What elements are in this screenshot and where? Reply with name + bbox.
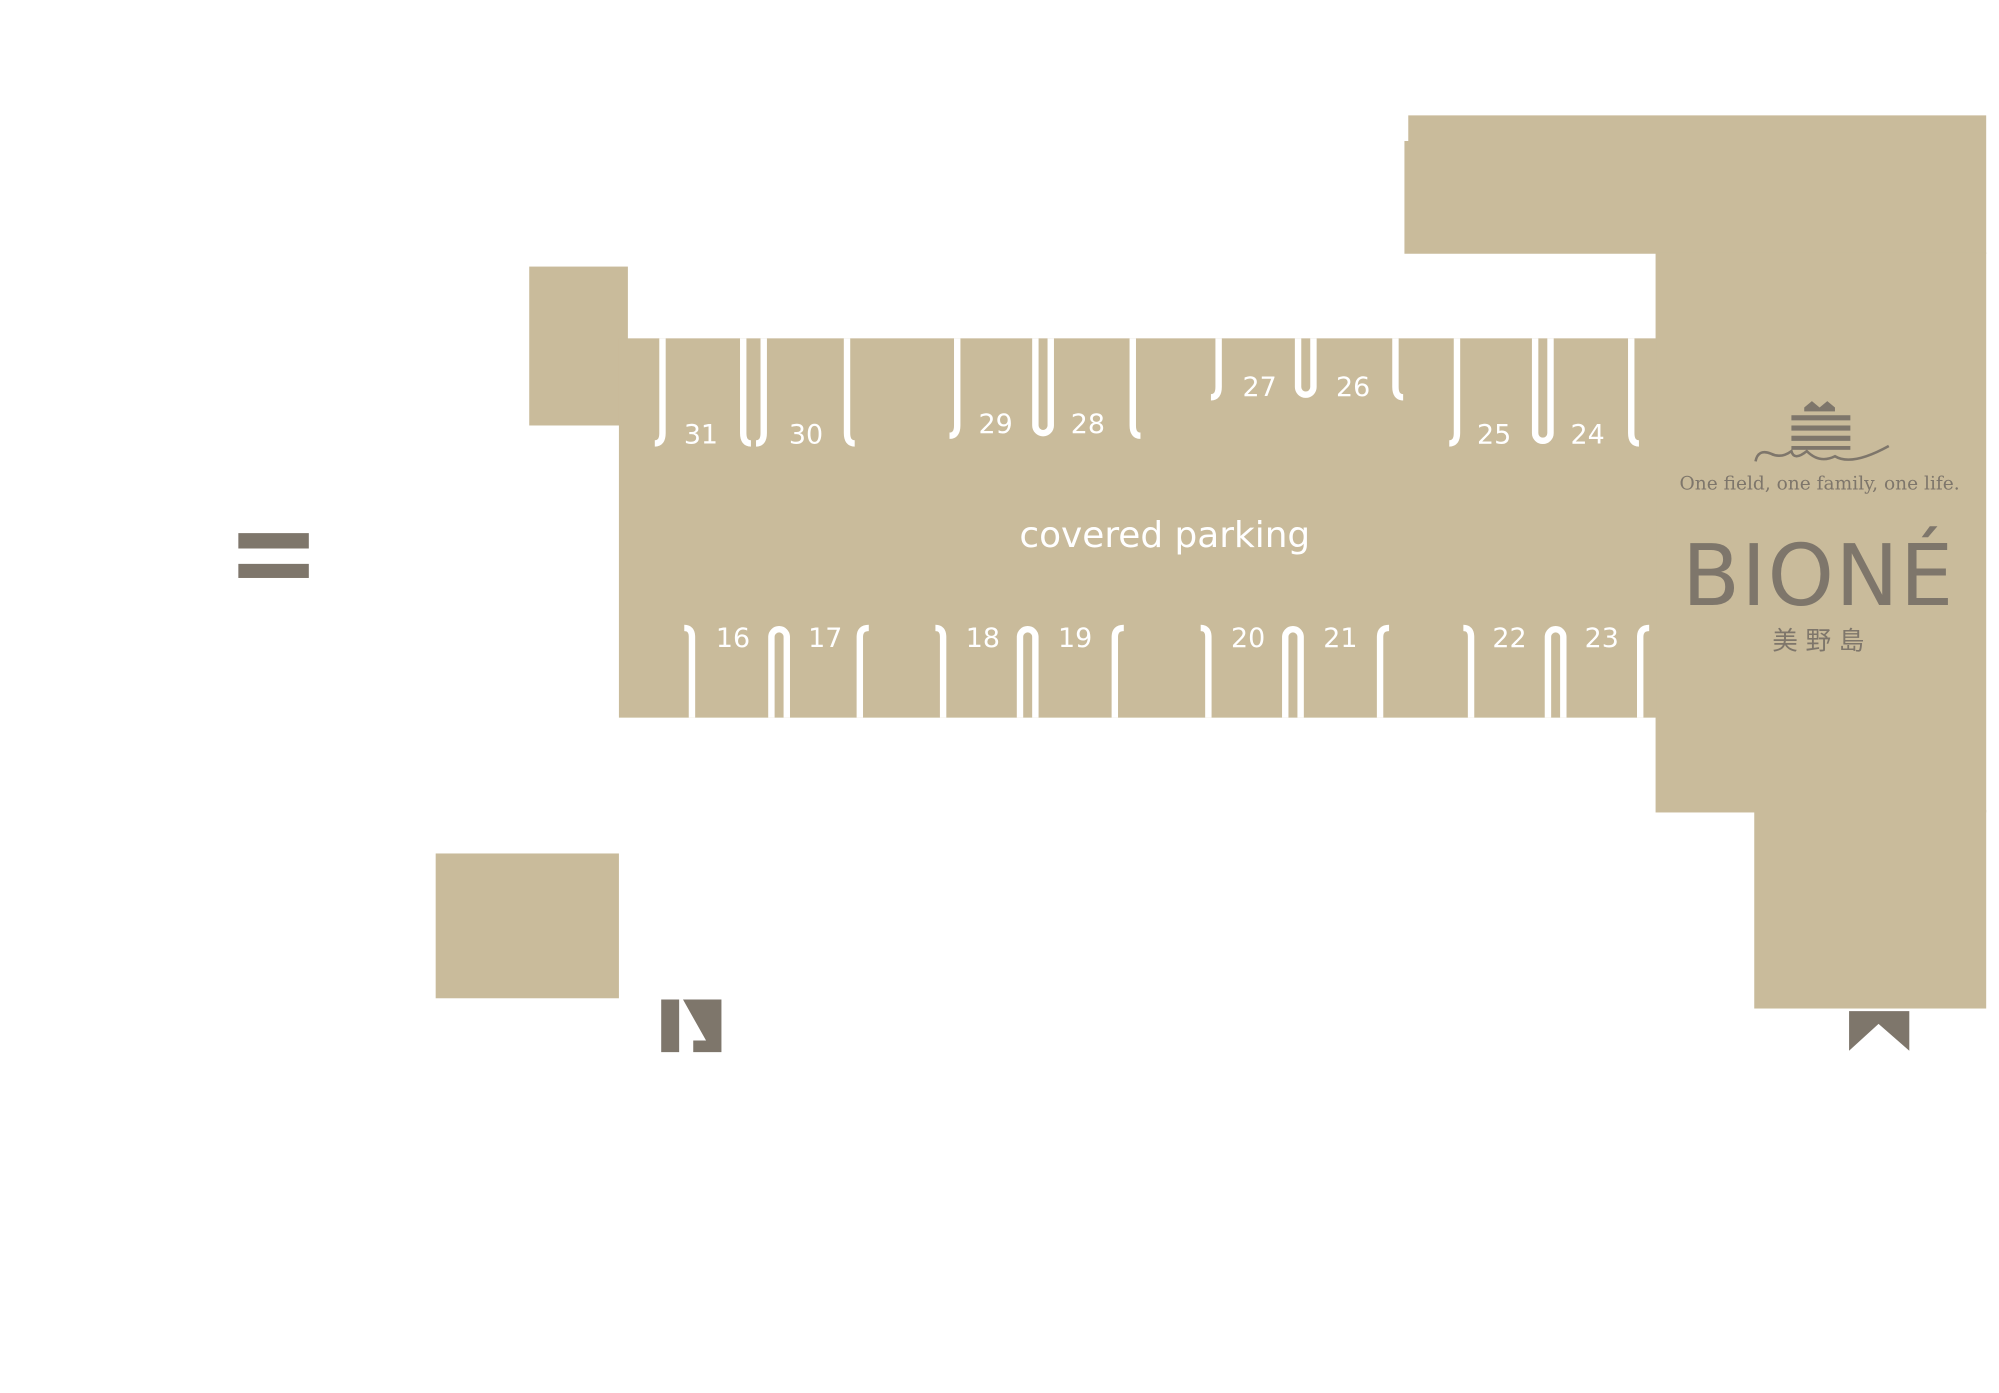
logo-kanji: 美野島 — [1772, 627, 1872, 657]
building-lower-right — [1754, 809, 1987, 1009]
space-label: 21 — [1323, 623, 1357, 654]
building-top-right — [1404, 115, 1987, 254]
space-label: 31 — [684, 419, 718, 450]
covered-parking-area — [618, 338, 1657, 718]
bookmark-marker-icon — [1849, 1011, 1910, 1051]
top-space-dividers — [654, 338, 1640, 447]
bione-logo: One field, one family, one life. BIONÉ 美… — [1680, 401, 1960, 657]
building-bottom-left — [435, 853, 619, 999]
area-label: covered parking — [1019, 515, 1310, 556]
space-label: 24 — [1571, 419, 1605, 450]
equals-marker-icon — [238, 533, 309, 578]
space-label: 23 — [1585, 623, 1619, 654]
space-label: 20 — [1231, 623, 1265, 654]
space-label: 19 — [1058, 623, 1092, 654]
space-label: 18 — [966, 623, 1000, 654]
space-label: 25 — [1477, 419, 1511, 450]
space-label: 30 — [789, 419, 823, 450]
logo-brand: BIONÉ — [1682, 527, 1955, 625]
building-small-left — [529, 266, 628, 426]
logo-tagline: One field, one family, one life. — [1680, 474, 1960, 495]
space-label: 17 — [808, 623, 842, 654]
space-label: 16 — [716, 623, 750, 654]
space-label: 22 — [1492, 623, 1526, 654]
entrance-marker-icon — [661, 999, 722, 1053]
space-label: 26 — [1336, 372, 1370, 403]
building-right-column — [1655, 252, 1987, 813]
space-label: 27 — [1243, 372, 1277, 403]
logo-symbol-icon — [1791, 401, 1851, 450]
space-label: 29 — [979, 409, 1013, 440]
space-label: 28 — [1071, 409, 1105, 440]
bottom-space-dividers — [684, 624, 1650, 718]
logo-script-icon — [1754, 444, 1890, 462]
